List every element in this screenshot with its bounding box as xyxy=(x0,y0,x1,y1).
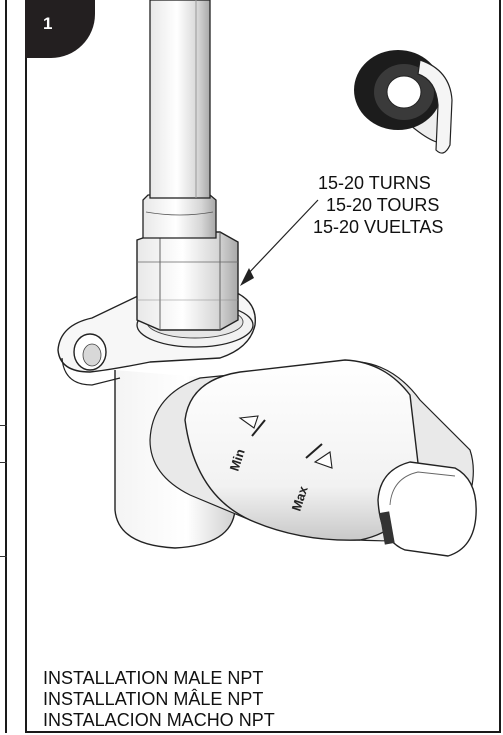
handle-cap xyxy=(377,461,477,557)
temperature-handle xyxy=(149,359,477,557)
hex-nut xyxy=(136,231,239,331)
panel-tick xyxy=(0,556,7,557)
callout-line-tours: 15-20 TOURS xyxy=(326,195,440,215)
caption-line-en: INSTALLATION MALE NPT xyxy=(43,668,264,688)
valve-illustration: Min Max xyxy=(57,0,477,557)
supply-pipe xyxy=(149,0,211,199)
callout-line-turns: 15-20 TURNS xyxy=(318,173,431,193)
panel-tick xyxy=(0,462,7,463)
callout-leader xyxy=(245,199,319,277)
min-arrow-icon xyxy=(238,415,259,429)
caption-line-fr: INSTALLATION MÂLE NPT xyxy=(43,689,264,709)
ptfe-tape-roll-icon xyxy=(354,50,453,154)
panel-tick xyxy=(0,425,7,426)
adjacent-panel-edge xyxy=(0,0,7,733)
caption-line-es: INSTALACION MACHO NPT xyxy=(43,710,275,730)
step-number: 1 xyxy=(43,14,53,33)
max-arrow-icon xyxy=(313,451,333,469)
min-label: Min xyxy=(227,447,248,473)
callout-line-vueltas: 15-20 VUELTAS xyxy=(313,217,444,237)
